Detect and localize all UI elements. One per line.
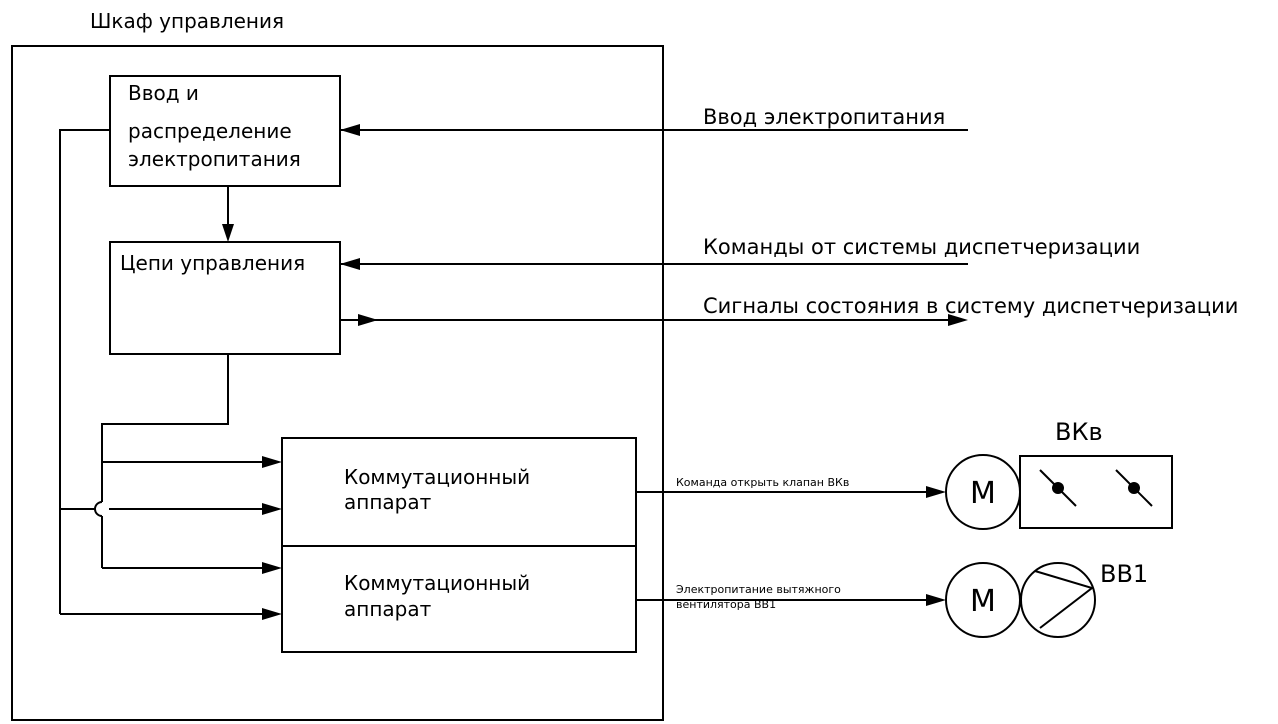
- status-signals-inner-arrow: [358, 314, 378, 326]
- fan-power-label-line1: Электропитание вытяжного: [676, 583, 841, 596]
- control-to-switch-2-arrow: [262, 562, 282, 574]
- control-to-switch-1-arrow: [262, 456, 282, 468]
- dispatch-commands-label: Команды от системы диспетчеризации: [703, 235, 1140, 259]
- fan-power-label-line2: вентилятора ВВ1: [676, 598, 776, 611]
- damper-command-label: Команда открыть клапан ВКв: [676, 476, 849, 489]
- damper-motor-letter: M: [970, 476, 996, 511]
- power-dist-line1: Ввод и: [128, 81, 199, 105]
- switch-1-line2: аппарат: [344, 490, 432, 514]
- fan-impeller-mark: [1034, 570, 1095, 629]
- power-dist-line3: электропитания: [128, 147, 301, 171]
- power-input-label: Ввод электропитания: [703, 105, 945, 129]
- switching-device-1: [281, 437, 637, 547]
- damper-pivot-2: [1128, 482, 1140, 494]
- power-input-arrow: [340, 124, 360, 136]
- damper-pivot-1: [1052, 482, 1064, 494]
- damper-tag: ВКв: [1055, 418, 1103, 446]
- status-signals-label: Сигналы состояния в систему диспетчериза…: [703, 294, 1238, 318]
- dispatch-commands-arrow: [340, 258, 360, 270]
- cabinet-title: Шкаф управления: [90, 9, 284, 33]
- power-feed-bus: [59, 129, 110, 614]
- damper-command-arrow: [926, 486, 946, 498]
- control-circuits-label: Цепи управления: [120, 251, 305, 275]
- switch-2-line1: Коммутационный: [344, 571, 530, 595]
- power-feed-switch-2-arrow: [262, 608, 282, 620]
- power-dist-line2: распределение: [128, 119, 292, 143]
- fan-tag: ВВ1: [1100, 560, 1148, 588]
- control-circuits-block: [109, 241, 341, 355]
- fan-power-arrow: [926, 594, 946, 606]
- fan-symbol: [1020, 562, 1096, 638]
- status-signals-outer-arrow: [948, 314, 968, 326]
- power-feed-switch-1-arrow: [262, 503, 282, 515]
- switch-1-line1: Коммутационный: [344, 465, 530, 489]
- damper-body: [1019, 455, 1173, 529]
- switch-2-line2: аппарат: [344, 597, 432, 621]
- power-to-control-arrow: [222, 224, 234, 242]
- fan-motor-letter: M: [970, 584, 996, 619]
- power-distribution-block: [109, 75, 341, 187]
- switching-device-2: [281, 545, 637, 653]
